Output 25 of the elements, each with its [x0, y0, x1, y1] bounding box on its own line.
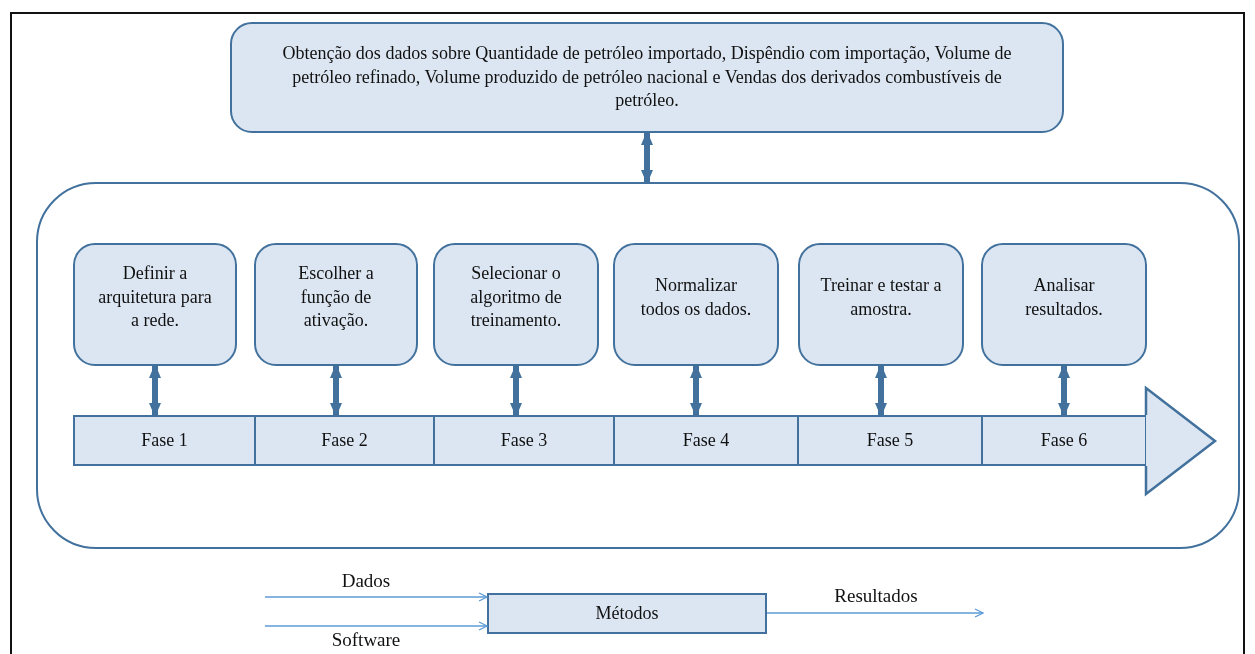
- phase-cell: Fase 6: [981, 415, 1147, 466]
- step-box: Normalizar todos os dados.: [613, 243, 779, 366]
- data-box: Obtenção dos dados sobre Quantidade de petróleo importado, Dispêndio com importação, Volume de petróleo refinado, Volume produzido de petróleo nacional e Vendas dos derivados combustíveis de petróleo.: [230, 22, 1064, 133]
- double-arrow: [330, 364, 342, 417]
- arrow: [264, 621, 488, 631]
- double-arrow: [510, 364, 522, 417]
- double-arrow: [875, 364, 887, 417]
- arrow: [766, 608, 984, 618]
- rounded-container: [36, 182, 1240, 549]
- step-box: Escolher a função de ativação.: [254, 243, 418, 366]
- arrow: [264, 592, 488, 602]
- phase-cell: Fase 2: [254, 415, 435, 466]
- step-box: Definir a arquitetura para a rede.: [73, 243, 237, 366]
- step-box: Analisar resultados.: [981, 243, 1147, 366]
- phase-cell: Fase 3: [433, 415, 615, 466]
- phase-cell: Fase 5: [797, 415, 983, 466]
- step-box: Selecionar o algoritmo de treinamento.: [433, 243, 599, 366]
- double-arrow: [690, 364, 702, 417]
- double-arrow: [641, 131, 653, 184]
- double-arrow: [149, 364, 161, 417]
- process-box: Métodos: [487, 593, 767, 634]
- double-arrow: [1058, 364, 1070, 417]
- step-box: Treinar e testar a amostra.: [798, 243, 964, 366]
- phase-cell: Fase 1: [73, 415, 256, 466]
- phase-cell: Fase 4: [613, 415, 799, 466]
